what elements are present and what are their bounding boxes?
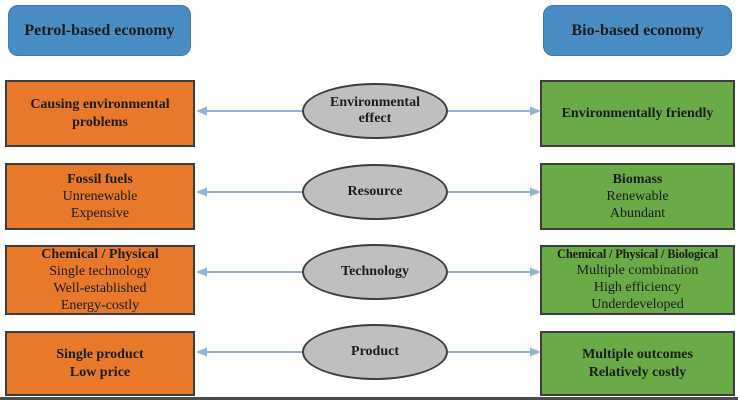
box-title: Fossil fuels bbox=[67, 171, 133, 187]
ellipse-label: Product bbox=[351, 343, 399, 359]
petrol-box-environmental: Causing environmental problems bbox=[5, 80, 195, 147]
box-title: Causing environmental problems bbox=[30, 97, 170, 130]
petrol-box-technology: Chemical / Physical Single technology We… bbox=[5, 245, 195, 315]
box-line: Underdeveloped bbox=[591, 297, 684, 313]
bottom-border-line bbox=[0, 397, 738, 400]
box-line: Expensive bbox=[70, 206, 130, 222]
box-title: Single product bbox=[56, 347, 144, 363]
box-title: Low price bbox=[69, 364, 131, 380]
petrol-box-resource: Fossil fuels Unrenewable Expensive bbox=[5, 163, 195, 230]
box-line: Renewable bbox=[606, 188, 669, 204]
petrol-box-product: Single product Low price bbox=[5, 331, 195, 396]
petrol-economy-header: Petrol-based economy bbox=[8, 5, 191, 56]
bio-box-technology: Chemical / Physical / Biological Multipl… bbox=[540, 245, 735, 315]
box-title: Environmentally friendly bbox=[561, 105, 714, 121]
box-title: Biomass bbox=[612, 171, 663, 187]
box-line: Abundant bbox=[609, 206, 666, 222]
ellipse-label: Environmental effect bbox=[330, 94, 420, 126]
aspect-ellipse-product: Product bbox=[302, 324, 448, 380]
box-title: Multiple outcomes bbox=[582, 347, 693, 363]
box-line: Single technology bbox=[49, 263, 151, 279]
bio-box-environmental: Environmentally friendly bbox=[540, 80, 735, 147]
box-line: Well-established bbox=[53, 281, 147, 296]
box-title: Chemical / Physical / Biological bbox=[557, 246, 718, 261]
box-line: Multiple combination bbox=[576, 263, 699, 279]
bio-economy-header: Bio-based economy bbox=[543, 5, 732, 56]
bio-box-resource: Biomass Renewable Abundant bbox=[540, 163, 735, 230]
ellipse-label: Technology bbox=[341, 263, 409, 279]
bio-box-product: Multiple outcomes Relatively costly bbox=[540, 331, 735, 396]
aspect-ellipse-environmental-effect: Environmental effect bbox=[302, 83, 448, 139]
box-title: Chemical / Physical bbox=[41, 246, 159, 262]
box-line: Unrenewable bbox=[62, 188, 138, 204]
box-line: High efficiency bbox=[593, 280, 682, 296]
aspect-ellipse-resource: Resource bbox=[302, 164, 448, 220]
ellipse-label: Resource bbox=[347, 183, 403, 199]
box-line: Energy-costly bbox=[60, 298, 140, 314]
aspect-ellipse-technology: Technology bbox=[302, 244, 448, 300]
box-title: Relatively costly bbox=[588, 364, 687, 380]
